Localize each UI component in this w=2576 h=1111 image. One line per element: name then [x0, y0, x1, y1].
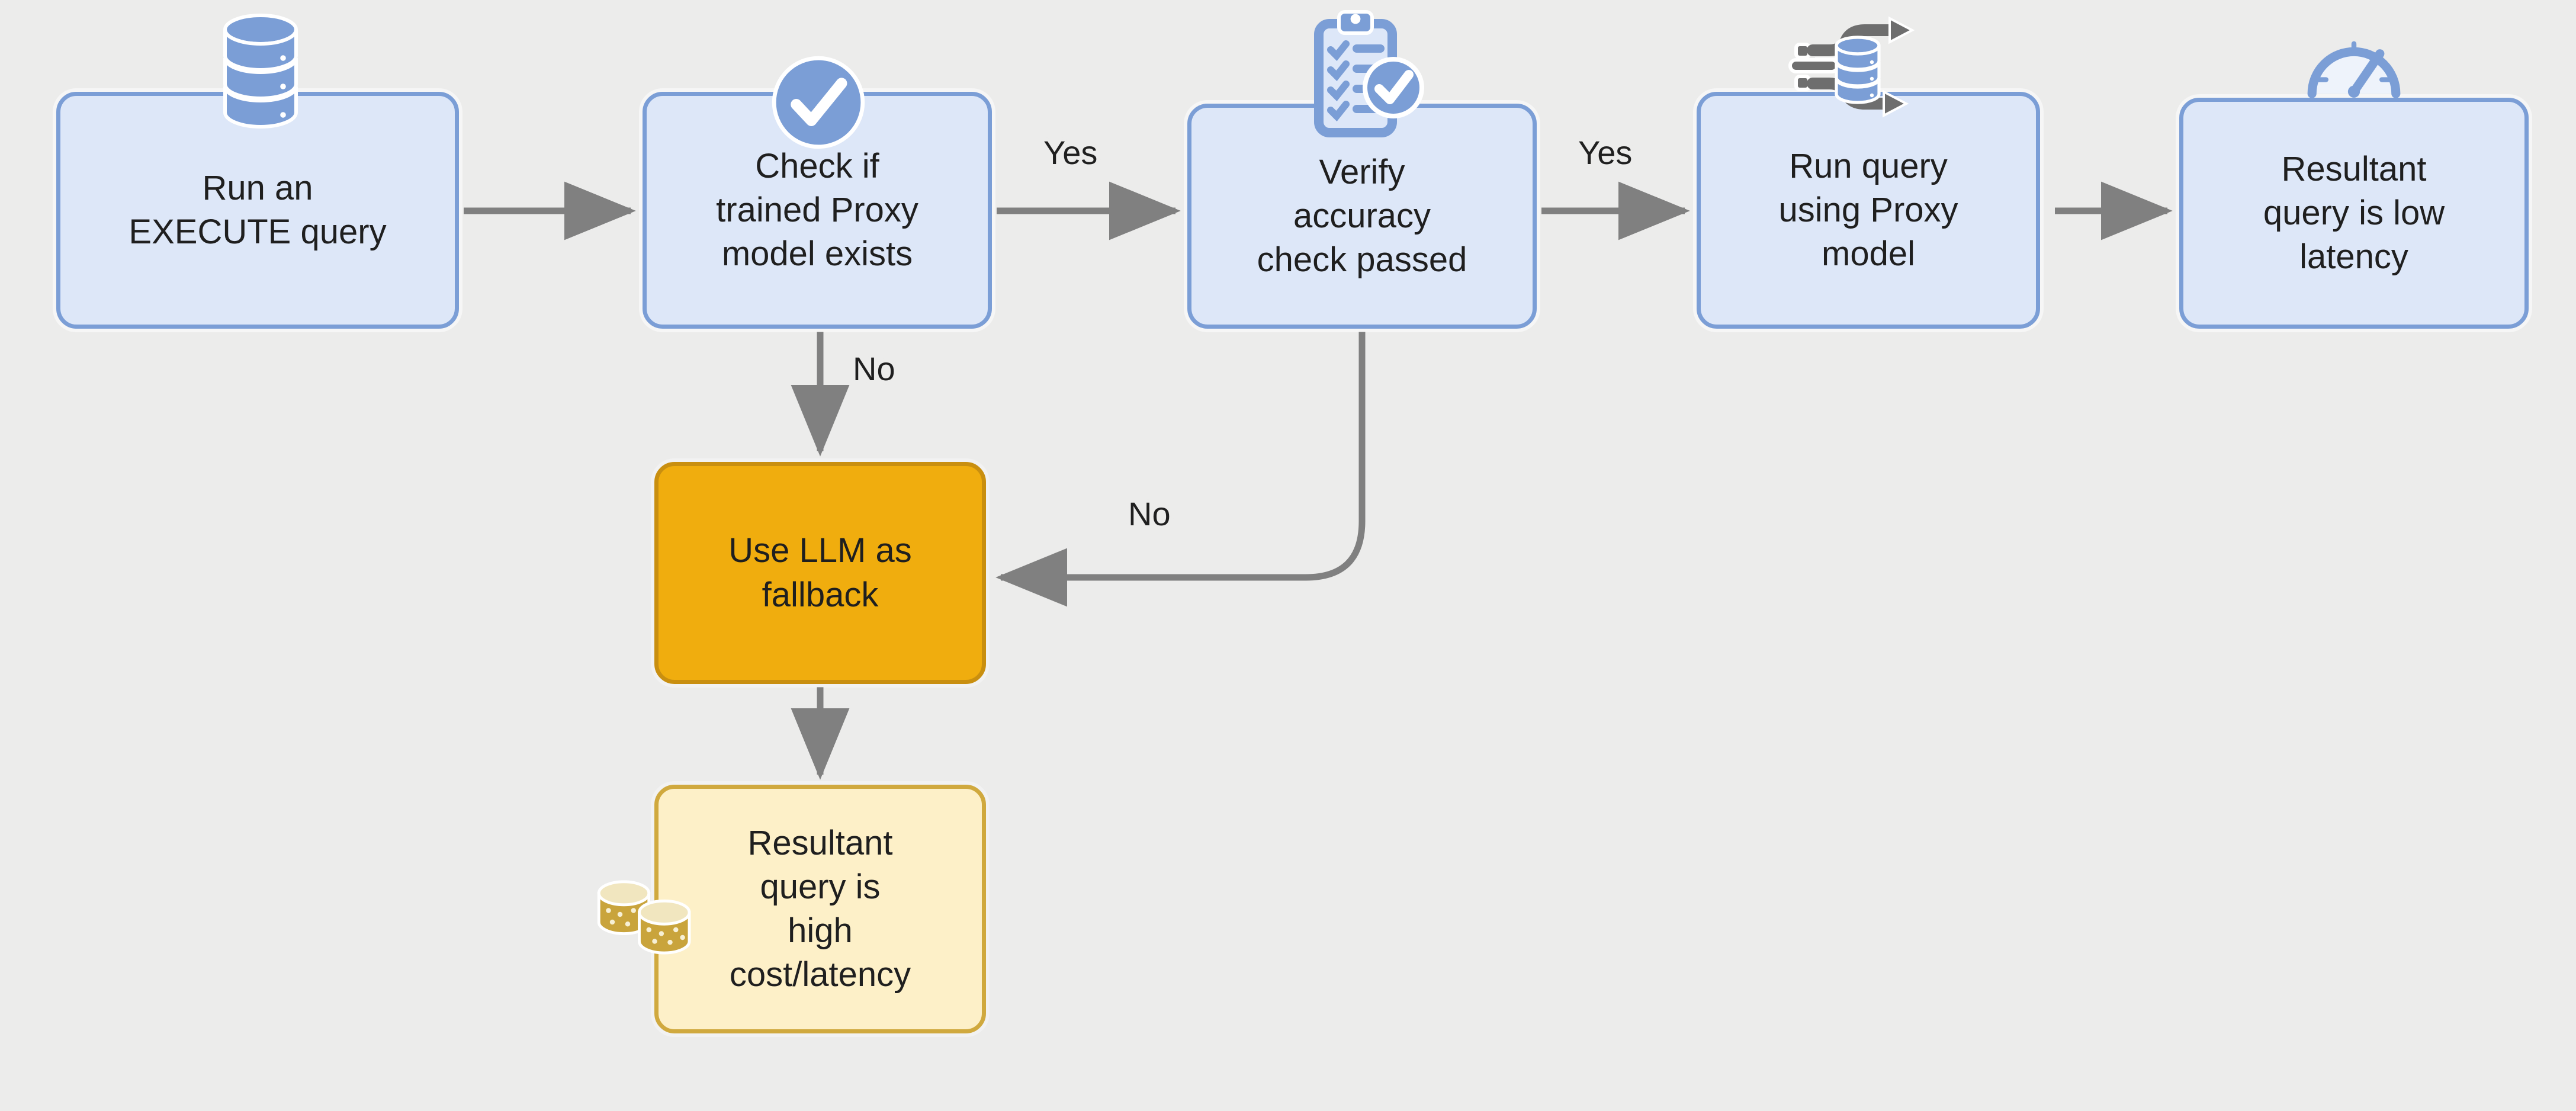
- node-resultant-low-latency[interactable]: Resultant query is low latency: [2179, 98, 2529, 329]
- node-verify-accuracy[interactable]: Verify accuracy check passed: [1187, 104, 1537, 329]
- edge-label-yes-1: Yes: [1043, 134, 1098, 171]
- node-label: Verify accuracy check passed: [1257, 152, 1467, 280]
- node-label: Use LLM as fallback: [728, 531, 912, 614]
- edge-label-no-2: No: [1128, 495, 1171, 532]
- node-use-llm-fallback[interactable]: Use LLM as fallback: [654, 462, 986, 684]
- database-icon: [223, 14, 298, 129]
- coins-icon: [597, 880, 691, 955]
- node-label: Resultant query is high cost/latency: [729, 823, 911, 994]
- clipboard-check-icon: [1314, 10, 1424, 137]
- node-label: Run query using Proxy model: [1778, 146, 1958, 274]
- node-resultant-high-cost[interactable]: Resultant query is high cost/latency: [654, 785, 986, 1033]
- speedometer-icon: [2307, 41, 2401, 98]
- proxy-database-icon: [1788, 16, 1915, 118]
- check-circle-icon: [772, 56, 865, 149]
- node-label: Run an EXECUTE query: [129, 168, 387, 251]
- edge-label-yes-2: Yes: [1578, 134, 1633, 171]
- edge-verify-to-fallback: [995, 332, 1366, 607]
- node-label: Resultant query is low latency: [2263, 149, 2445, 277]
- edge-label-no-1: No: [853, 350, 895, 387]
- node-label: Check if trained Proxy model exists: [716, 146, 918, 274]
- node-run-query-proxy[interactable]: Run query using Proxy model: [1697, 92, 2040, 329]
